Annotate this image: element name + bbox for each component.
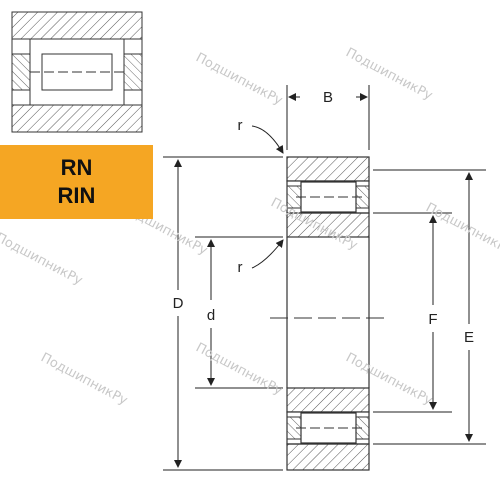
label-r-top: r xyxy=(238,117,243,134)
label-r-bottom: r xyxy=(238,259,243,276)
watermark: ПодшипникРу xyxy=(343,45,435,103)
watermark: ПодшипникРу xyxy=(423,200,500,258)
label-B: B xyxy=(323,89,333,106)
watermark: ПодшипникРу xyxy=(193,340,285,398)
watermark: ПодшипникРу xyxy=(0,230,85,288)
label-F: F xyxy=(428,311,437,328)
label-E: E xyxy=(464,329,474,346)
dimension-labels: B D d F E r r xyxy=(173,89,474,346)
label-d: d xyxy=(207,307,215,324)
watermark: ПодшипникРу xyxy=(38,350,130,408)
series-label-rn: RN xyxy=(60,155,93,180)
main-section xyxy=(270,156,385,471)
series-badge: RN RIN xyxy=(0,145,153,219)
watermark: ПодшипникРу xyxy=(193,50,285,108)
series-label-rin: RIN xyxy=(57,183,96,208)
thumbnail-section xyxy=(11,11,143,133)
dimension-lines xyxy=(163,85,486,471)
label-D: D xyxy=(173,295,184,312)
